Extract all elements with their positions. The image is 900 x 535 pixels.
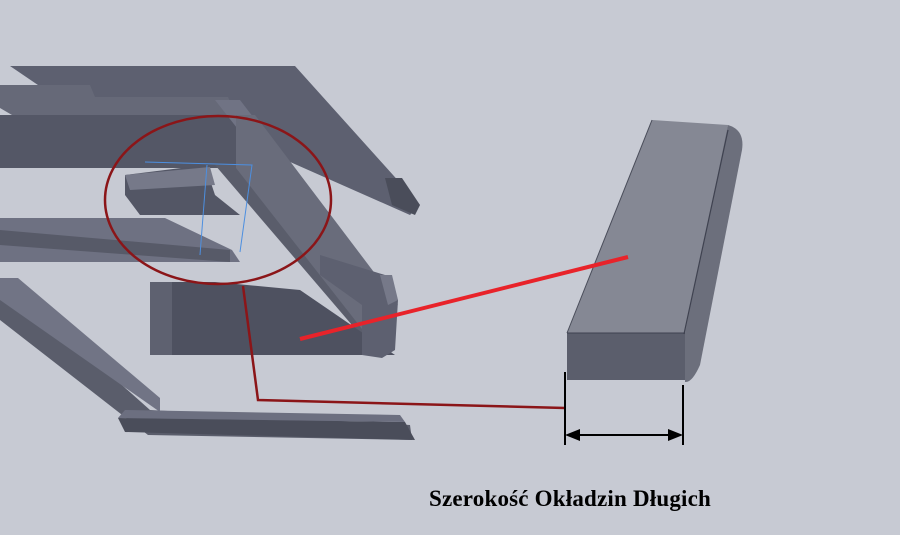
- profile-edge-line-2: [566, 119, 653, 334]
- profile-part: [566, 119, 743, 383]
- frame-top-rail-lip: [385, 178, 420, 215]
- frame-channel-floor: [150, 282, 395, 355]
- width-dimension: [564, 372, 684, 445]
- frame-bottom-rail: [118, 418, 415, 440]
- frame-channel-wall: [150, 282, 172, 355]
- frame-assembly: [0, 66, 420, 440]
- frame-upper-beam-front: [0, 115, 236, 168]
- highlight-ellipse: [103, 114, 333, 286]
- leader-line: [241, 285, 566, 410]
- sketch-line-2: [199, 164, 208, 256]
- frame-top-rail: [10, 66, 420, 215]
- sketch-line: [144, 161, 253, 253]
- dimension-arrow-right: [668, 429, 683, 441]
- frame-upper-beam-top: [0, 85, 236, 115]
- frame-block-top: [125, 167, 215, 190]
- profile-rounded-edge: [685, 125, 743, 383]
- frame-middle-beam-front: [0, 230, 230, 262]
- pointer-line: [299, 255, 629, 341]
- diagram-caption: Szerokość Okładzin Długich: [428, 486, 712, 511]
- dimension-arrow-left: [565, 429, 580, 441]
- frame-right-rail: [320, 255, 398, 358]
- profile-edge-line: [683, 129, 729, 335]
- profile-front-face: [567, 333, 685, 380]
- frame-lower-diagonal-top: [0, 278, 160, 412]
- frame-bottom-rail-top: [118, 410, 405, 422]
- frame-right-rail-lip: [380, 275, 398, 305]
